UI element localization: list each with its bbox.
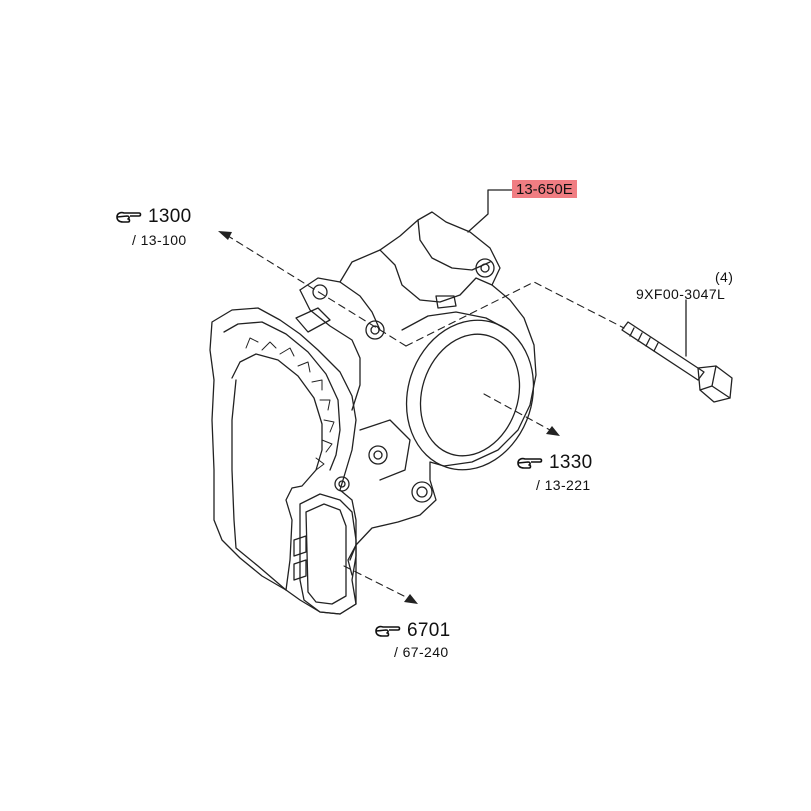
ref-1330-page[interactable]: / 13-221 [536, 477, 591, 493]
pointing-hand-icon [517, 457, 543, 469]
arrow-1300 [218, 231, 232, 240]
bolt-quantity: (4) [715, 269, 734, 285]
bolt-part-number[interactable]: 9XF00-3047L [636, 286, 726, 302]
actuator-cover [209, 307, 357, 615]
pointing-hand-icon [375, 625, 401, 637]
ref-1330-number: 1330 [549, 452, 593, 473]
bolt-9xf00 [621, 321, 733, 403]
ref-6701-number: 6701 [407, 620, 451, 641]
ref-1330[interactable]: 1330 [516, 453, 592, 472]
leader-1330 [483, 393, 551, 431]
leader-6701 [343, 565, 409, 599]
arrow-1330 [546, 426, 560, 436]
throttle-body-housing [299, 211, 537, 561]
ref-1300[interactable]: 1300 [115, 207, 191, 226]
ref-6701-page[interactable]: / 67-240 [394, 644, 449, 660]
leader-1300 [227, 235, 407, 347]
arrow-6701 [404, 594, 418, 604]
highlighted-part-number[interactable]: 13-650E [512, 180, 577, 198]
gear-teeth [245, 337, 335, 471]
throttle-bore-inner [419, 333, 521, 457]
electrical-connector [299, 493, 357, 615]
leader-bolt [405, 281, 625, 347]
ref-1300-number: 1300 [148, 206, 192, 227]
ref-1300-page[interactable]: / 13-100 [132, 232, 187, 248]
ref-6701[interactable]: 6701 [374, 621, 450, 640]
pointing-hand-icon [116, 211, 142, 223]
